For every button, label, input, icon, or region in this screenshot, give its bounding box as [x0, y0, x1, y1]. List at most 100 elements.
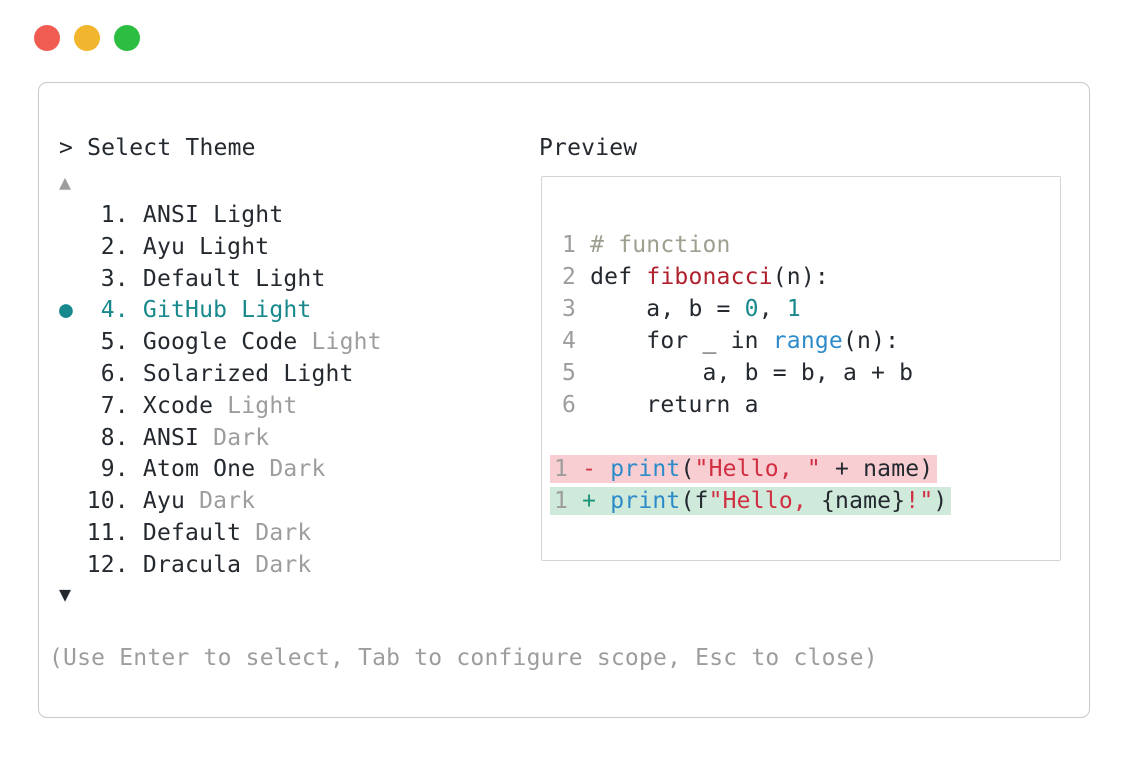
- theme-list-item[interactable]: 5. Google Code Light: [59, 327, 382, 359]
- window-controls: [34, 25, 140, 51]
- theme-item-number: 7.: [86, 392, 143, 419]
- theme-item-name: Default Light: [142, 265, 326, 292]
- theme-list-item[interactable]: ● 4. GitHub Light: [59, 295, 382, 327]
- code-token: a, b = b, a + b: [590, 360, 914, 386]
- close-button[interactable]: [34, 25, 60, 51]
- theme-item-name: Solarized Light: [142, 360, 354, 387]
- code-token: (n):: [772, 264, 829, 290]
- theme-list-item[interactable]: 1. ANSI Light: [59, 200, 382, 232]
- theme-item-variant: Dark: [185, 488, 256, 515]
- code-token: +: [582, 488, 611, 514]
- theme-item-name: Google Code: [142, 329, 298, 356]
- theme-item-name: Default: [142, 519, 242, 546]
- diff-line-added: 1 + print(f"Hello, {name}!"): [550, 485, 1060, 517]
- theme-list-item[interactable]: 8. ANSI Dark: [59, 423, 382, 455]
- theme-item-number: 2.: [86, 233, 143, 260]
- code-token: 1: [562, 232, 591, 258]
- code-token: print: [610, 456, 681, 482]
- minimize-button[interactable]: [74, 25, 100, 51]
- theme-item-name: Atom One: [142, 456, 256, 483]
- theme-item-number: 8.: [86, 424, 143, 451]
- preview-title: Preview: [539, 135, 638, 161]
- diff-highlight: 1 + print(f"Hello, {name}!"): [550, 487, 952, 515]
- selected-dot-icon: [59, 423, 87, 455]
- theme-item-number: 10.: [86, 488, 143, 515]
- code-token: 5: [562, 360, 591, 386]
- theme-item-variant: Dark: [199, 424, 270, 451]
- theme-item-number: 11.: [86, 519, 143, 546]
- theme-list-item[interactable]: 12. Dracula Dark: [59, 550, 382, 582]
- theme-list-item[interactable]: 11. Default Dark: [59, 518, 382, 550]
- selected-dot-icon: [59, 200, 87, 232]
- theme-item-variant: Light: [213, 392, 298, 419]
- theme-item-name: Xcode: [142, 392, 214, 419]
- code-token: ,: [758, 296, 787, 322]
- theme-item-variant: Dark: [255, 456, 326, 483]
- code-token: a, b =: [590, 296, 745, 322]
- code-token: (f: [680, 488, 709, 514]
- code-token: 1: [786, 296, 801, 322]
- diff-highlight: 1 - print("Hello, " + name): [550, 455, 938, 483]
- theme-item-name: Ayu: [142, 488, 186, 515]
- code-token: !": [905, 488, 934, 514]
- code-token: (: [680, 456, 695, 482]
- theme-list-item[interactable]: 6. Solarized Light: [59, 359, 382, 391]
- selected-dot-icon: [59, 264, 87, 296]
- selected-dot-icon: [59, 550, 87, 582]
- theme-list-item[interactable]: 2. Ayu Light: [59, 232, 382, 264]
- scroll-up-icon[interactable]: ▲: [59, 170, 72, 194]
- code-token: 2: [562, 264, 591, 290]
- code-line: [562, 421, 1060, 453]
- theme-list-item[interactable]: 10. Ayu Dark: [59, 486, 382, 518]
- code-token: (n):: [842, 328, 900, 354]
- theme-item-variant: Light: [297, 329, 382, 356]
- theme-item-name: GitHub Light: [142, 297, 312, 324]
- theme-item-name: ANSI Light: [142, 202, 284, 228]
- picker-title: > Select Theme: [59, 135, 256, 161]
- zoom-button[interactable]: [114, 25, 140, 51]
- code-token: -: [582, 456, 611, 482]
- code-token: def: [590, 264, 647, 290]
- theme-list-item[interactable]: 7. Xcode Light: [59, 391, 382, 423]
- selected-dot-icon: [59, 391, 87, 423]
- theme-item-number: 6.: [86, 360, 143, 387]
- code-token: 6: [562, 392, 591, 418]
- code-line: 1 # function: [562, 229, 1060, 261]
- selected-dot-icon: [59, 232, 87, 264]
- theme-picker-panel: > Select Theme ▲ 1. ANSI Light 2. Ayu Li…: [38, 82, 1090, 718]
- selected-dot-icon: [59, 327, 87, 359]
- theme-list-item[interactable]: 9. Atom One Dark: [59, 454, 382, 486]
- scroll-down-icon[interactable]: ▼: [59, 582, 72, 606]
- theme-item-name: Ayu Light: [142, 233, 270, 260]
- theme-item-name: Dracula: [142, 551, 242, 578]
- selected-dot-icon: [59, 359, 87, 391]
- code-token: fibonacci: [646, 264, 773, 290]
- theme-item-number: 1.: [86, 202, 143, 228]
- code-token: for _ in: [590, 328, 773, 354]
- code-token: return a: [590, 392, 759, 418]
- selected-dot-icon: [59, 454, 87, 486]
- code-token: 1: [554, 488, 583, 514]
- theme-list-item[interactable]: 3. Default Light: [59, 264, 382, 296]
- selected-dot-icon: [59, 486, 87, 518]
- theme-item-variant: Dark: [241, 519, 312, 546]
- code-token: print: [610, 488, 681, 514]
- footer-hint: (Use Enter to select, Tab to configure s…: [49, 645, 878, 671]
- theme-item-number: 4.: [86, 297, 143, 324]
- selected-dot-icon: [59, 518, 87, 550]
- diff-line-removed: 1 - print("Hello, " + name): [550, 453, 1060, 485]
- code-token: "Hello, ": [694, 456, 821, 482]
- code-token: "Hello,: [708, 488, 821, 514]
- code-line: 5 a, b = b, a + b: [562, 357, 1060, 389]
- code-token: 3: [562, 296, 591, 322]
- code-token: 0: [744, 296, 759, 322]
- code-line: 3 a, b = 0, 1: [562, 293, 1060, 325]
- code-line: 6 return a: [562, 389, 1060, 421]
- theme-item-number: 3.: [86, 265, 143, 292]
- theme-item-number: 5.: [86, 329, 143, 356]
- code-token: 4: [562, 328, 591, 354]
- code-token: + name): [820, 456, 934, 482]
- code-token: {name}: [820, 488, 906, 514]
